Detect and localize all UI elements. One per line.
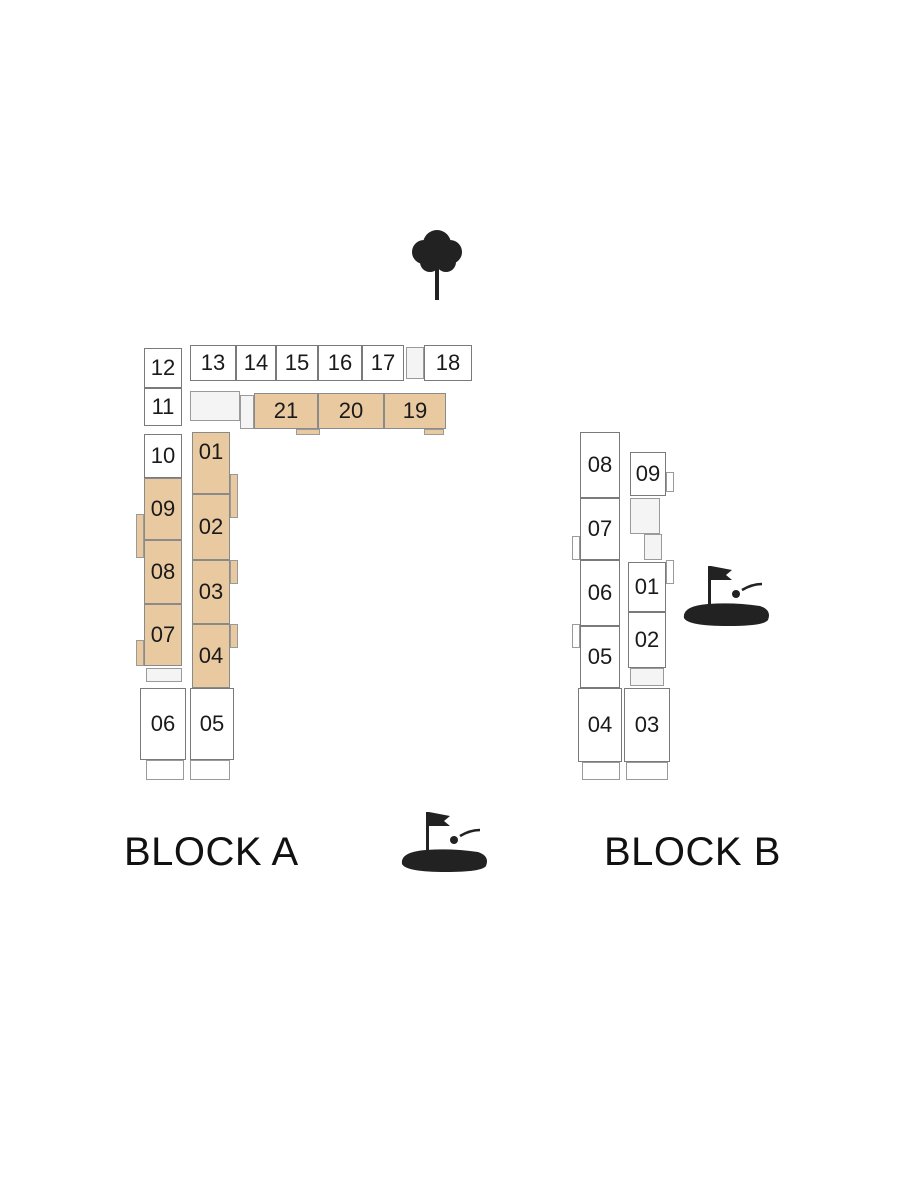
block-a-lift-shaft	[240, 395, 254, 429]
block-a-balcony	[296, 429, 320, 435]
block-b-unit-03[interactable]: 03	[624, 688, 670, 762]
block-a-unit-14[interactable]: 14	[236, 345, 276, 381]
block-b-unit-04[interactable]: 04	[578, 688, 622, 762]
block-a-unit-20[interactable]: 20	[318, 393, 384, 429]
block-a-unit-05[interactable]: 05	[190, 688, 234, 760]
block-a-unit-21[interactable]: 21	[254, 393, 318, 429]
block-b-balcony	[572, 536, 580, 560]
block-b-unit-09[interactable]: 09	[630, 452, 666, 496]
tree-icon	[412, 230, 462, 300]
block-a-stair-core	[406, 347, 424, 379]
block-a-unit-01[interactable]: 01	[192, 432, 230, 494]
block-a-label: BLOCK A	[124, 830, 299, 874]
golf-flag-icon	[401, 812, 487, 872]
golf-flag-icon	[683, 566, 769, 626]
block-a-unit-09[interactable]: 09	[144, 478, 182, 540]
block-a-unit-12[interactable]: 12	[144, 348, 182, 388]
block-b-unit-01[interactable]: 01	[628, 562, 666, 612]
block-a-balcony	[146, 760, 184, 780]
block-b-lift-core	[630, 498, 660, 534]
block-b-corridor-core	[644, 534, 662, 560]
block-a-unit-10[interactable]: 10	[144, 434, 182, 478]
block-b-balcony	[666, 472, 674, 492]
block-b-balcony	[572, 624, 580, 648]
block-a-unit-15[interactable]: 15	[276, 345, 318, 381]
block-a-balcony	[424, 429, 444, 435]
block-b-label: BLOCK B	[604, 830, 781, 874]
block-a-balcony	[136, 514, 144, 558]
block-b-stair-core	[630, 668, 664, 686]
block-a-unit-13[interactable]: 13	[190, 345, 236, 381]
block-a-balcony	[230, 474, 238, 518]
block-b-unit-05[interactable]: 05	[580, 626, 620, 688]
block-b-unit-08[interactable]: 08	[580, 432, 620, 498]
block-a-unit-04[interactable]: 04	[192, 624, 230, 688]
block-b-unit-02[interactable]: 02	[628, 612, 666, 668]
block-b-unit-07[interactable]: 07	[580, 498, 620, 560]
block-a-unit-08[interactable]: 08	[144, 540, 182, 604]
block-a-unit-16[interactable]: 16	[318, 345, 362, 381]
block-a-balcony	[136, 640, 144, 666]
block-a-unit-07[interactable]: 07	[144, 604, 182, 666]
block-a-unit-18[interactable]: 18	[424, 345, 472, 381]
block-a-unit-17[interactable]: 17	[362, 345, 404, 381]
block-a-unit-03[interactable]: 03	[192, 560, 230, 624]
block-b-balcony	[666, 560, 674, 584]
block-b-unit-06[interactable]: 06	[580, 560, 620, 626]
block-a-unit-02[interactable]: 02	[192, 494, 230, 560]
block-a-stair-core	[146, 668, 182, 682]
block-a-unit-19[interactable]: 19	[384, 393, 446, 429]
block-b-balcony	[626, 762, 668, 780]
block-a-unit-06[interactable]: 06	[140, 688, 186, 760]
block-a-unit-11[interactable]: 11	[144, 388, 182, 426]
block-a-balcony	[230, 624, 238, 648]
block-b-balcony	[582, 762, 620, 780]
block-a-balcony	[230, 560, 238, 584]
block-a-lift-lobby	[190, 391, 240, 421]
block-a-balcony	[190, 760, 230, 780]
